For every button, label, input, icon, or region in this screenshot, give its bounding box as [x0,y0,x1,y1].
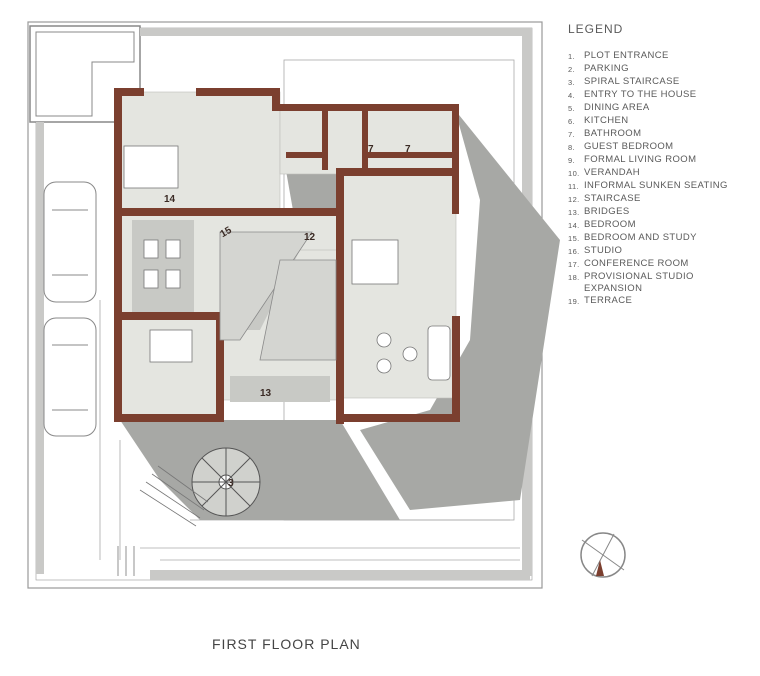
room-label-bedroom: 14 [164,194,176,205]
legend-item-number: 8. [568,143,576,152]
legend-item: 9. FORMAL LIVING ROOM [568,154,754,167]
legend-item-label: STUDIO [584,245,623,256]
legend-item: 15. BEDROOM AND STUDY [568,232,754,245]
legend-item-number: 19. [568,297,580,306]
legend-item-label: FORMAL LIVING ROOM [584,154,697,165]
legend-item-number: 7. [568,130,576,139]
legend-item: 6. KITCHEN [568,115,754,128]
furniture [123,145,451,381]
legend-item-label: KITCHEN [584,115,629,126]
legend-item: 17. CONFERENCE ROOM [568,258,754,271]
legend-item-label: PARKING [584,63,629,74]
legend-list: 1. PLOT ENTRANCE 2. PARKING 3. SPIRAL STAIRCA… [568,50,754,308]
legend-item: 8. GUEST BEDROOM [568,141,754,154]
parking-cars [43,181,97,437]
legend-item-label: BRIDGES [584,206,630,217]
legend-item: 7. BATHROOM [568,128,754,141]
legend-item-number: 1. [568,52,576,61]
room-label-bedroom-study: 15 [219,225,235,240]
room-label-bridges: 13 [260,388,272,399]
legend-item: 2. PARKING [568,63,754,76]
legend-item-label: BATHROOM [584,128,642,139]
legend-item-number: 18. [568,273,580,282]
room-label-bathroom-b: 7 [405,144,411,155]
legend-item: 1. PLOT ENTRANCE [568,50,754,63]
legend-item-label: TERRACE [584,295,633,306]
legend-item-label: SPIRAL STAIRCASE [584,76,680,87]
legend-item-label: BEDROOM [584,219,636,230]
legend-item-label: STAIRCASE [584,193,641,204]
legend-item-number: 12. [568,195,580,204]
legend-item: 18. PROVISIONAL STUDIO EXPANSION [568,271,754,295]
legend-item-number: 15. [568,234,580,243]
entry-steps [117,465,209,576]
legend-item-label: DINING AREA [584,102,650,113]
legend-item-label: PROVISIONAL STUDIO EXPANSION [584,271,694,294]
walls [114,88,460,424]
legend-item-number: 14. [568,221,580,230]
legend-item: 4. ENTRY TO THE HOUSE [568,89,754,102]
legend-item: 12. STAIRCASE [568,193,754,206]
legend-item: 16. STUDIO [568,245,754,258]
legend-item-number: 4. [568,91,576,100]
legend-item-label: VERANDAH [584,167,640,178]
legend: LEGEND 1. PLOT ENTRANCE 2. PARKING 3. SPIRAL … [568,22,754,308]
room-label-staircase: 12 [304,232,316,243]
legend-item: 11. INFORMAL SUNKEN SEATING [568,180,754,193]
legend-item: 3. SPIRAL STAIRCASE [568,76,754,89]
legend-item: 14. BEDROOM [568,219,754,232]
staircase [219,231,337,361]
legend-item-number: 11. [568,182,580,191]
legend-item: 5. DINING AREA [568,102,754,115]
legend-item-number: 10. [568,169,580,178]
legend-item-label: CONFERENCE ROOM [584,258,689,269]
legend-item-label: BEDROOM AND STUDY [584,232,697,243]
legend-item-number: 9. [568,156,576,165]
legend-item-number: 6. [568,117,576,126]
legend-item-number: 17. [568,260,580,269]
north-arrow-icon [580,532,626,578]
legend-item-number: 5. [568,104,576,113]
legend-item-label: INFORMAL SUNKEN SEATING [584,180,728,191]
legend-item-number: 3. [568,78,576,87]
room-label-bathroom-a: 7 [368,144,374,155]
legend-item-label: GUEST BEDROOM [584,141,674,152]
legend-item: 13. BRIDGES [568,206,754,219]
spiral-staircase [191,447,261,517]
plan-caption: FIRST FLOOR PLAN [212,636,361,652]
legend-item-label: ENTRY TO THE HOUSE [584,89,697,100]
legend-item-number: 2. [568,65,576,74]
legend-item-label: PLOT ENTRANCE [584,50,669,61]
legend-title: LEGEND [568,22,624,36]
legend-item: 19. TERRACE [568,295,754,308]
legend-item-number: 16. [568,247,580,256]
room-label-spiral-staircase: 3 [228,478,234,489]
legend-item-number: 13. [568,208,580,217]
legend-item: 10. VERANDAH [568,167,754,180]
